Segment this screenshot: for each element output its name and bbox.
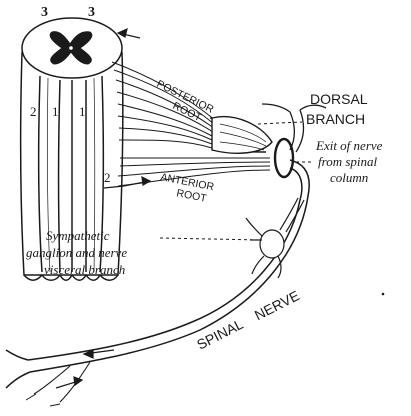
segment-number: 2: [30, 104, 37, 119]
sympathetic-label: ganglion and nerve: [26, 245, 127, 260]
sympathetic-label: Sympathetic: [46, 228, 110, 243]
segment-number: 1: [52, 104, 59, 119]
sympathetic-label: visceral branch: [44, 262, 125, 277]
exit-label: Exit of nerve: [315, 138, 383, 153]
anterior-root-label: ANTERIOR ROOT: [159, 171, 215, 205]
exit-label: from spinal: [318, 154, 377, 169]
posterior-root-label: POSTERIOR ROOT: [155, 78, 216, 124]
spinal-nerve-label: SPINAL NERVE: [194, 287, 302, 352]
segment-number: 1: [79, 104, 86, 119]
segment-number: 3: [88, 5, 95, 20]
exit-label: column: [330, 170, 368, 185]
dorsal-label: DORSAL: [310, 91, 368, 107]
exit-ring: [275, 139, 293, 177]
spinal-ganglion: [212, 117, 272, 154]
segment-number: 2: [104, 170, 111, 185]
segment-number: 3: [41, 5, 48, 20]
branch-label: BRANCH: [306, 111, 365, 127]
